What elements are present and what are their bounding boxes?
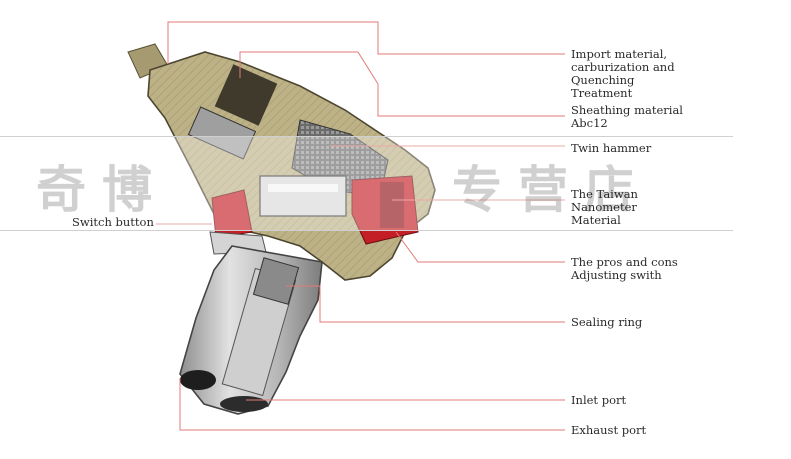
label-sealing-ring: Sealing ring (571, 315, 643, 329)
label-pros-cons: The pros and cons Adjusting swith (571, 255, 678, 282)
label-exhaust-port: Exhaust port (571, 423, 647, 437)
watermark-right: 专营店 (452, 161, 650, 219)
watermark-band (0, 136, 733, 231)
leader-import-material (167, 21, 565, 64)
label-twin-hammer: Twin hammer (571, 141, 652, 155)
label-inlet-port: Inlet port (571, 393, 627, 407)
watermark-left: 奇博 (36, 161, 168, 219)
label-import-material: Import material, carburization and Quenc… (571, 47, 675, 100)
leader-sheathing-material (239, 51, 565, 117)
leader-lines (156, 21, 565, 431)
tool-grip (179, 245, 323, 415)
label-taiwan-nanometer: The Taiwan Nanometer Material (571, 187, 638, 227)
leader-exhaust-port (179, 378, 565, 431)
label-switch-button: Switch button (72, 215, 154, 229)
leader-sealing-ring (286, 285, 565, 323)
tool-body (127, 43, 436, 281)
leader-pros-cons (395, 231, 565, 263)
label-sheathing-material: Sheathing material Abc12 (571, 103, 683, 130)
